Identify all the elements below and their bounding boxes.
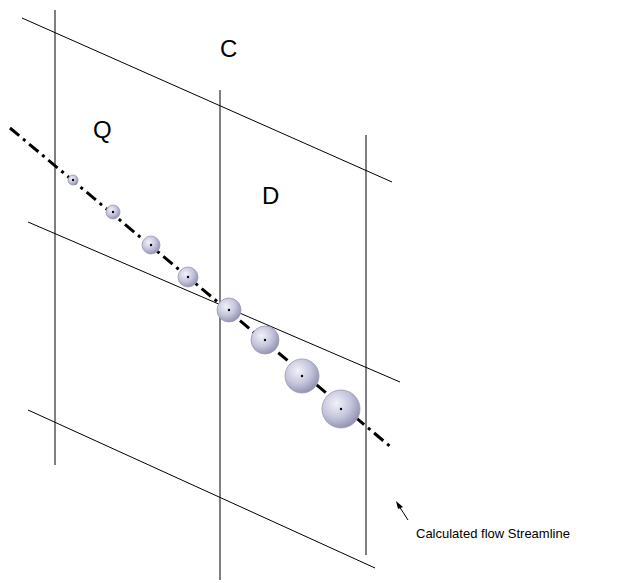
grid-line	[220, 90, 221, 580]
streamline	[10, 128, 392, 448]
particle	[68, 175, 78, 185]
region-label: D	[262, 183, 279, 209]
particle	[217, 298, 241, 322]
region-label: C	[220, 36, 237, 62]
particle	[285, 359, 319, 393]
region-label: Q	[93, 117, 112, 143]
callout-label: Calculated flow Streamline	[416, 527, 570, 541]
grid-line	[28, 410, 375, 568]
particle	[322, 390, 360, 428]
particles	[68, 175, 360, 428]
particle	[251, 326, 279, 354]
leader-arrow	[396, 501, 408, 520]
particle	[178, 267, 198, 287]
grid-line	[22, 18, 392, 182]
grid-line	[366, 135, 367, 555]
particle	[106, 205, 120, 219]
grid-line	[55, 10, 56, 465]
particle	[142, 236, 160, 254]
grid-line	[28, 222, 400, 382]
